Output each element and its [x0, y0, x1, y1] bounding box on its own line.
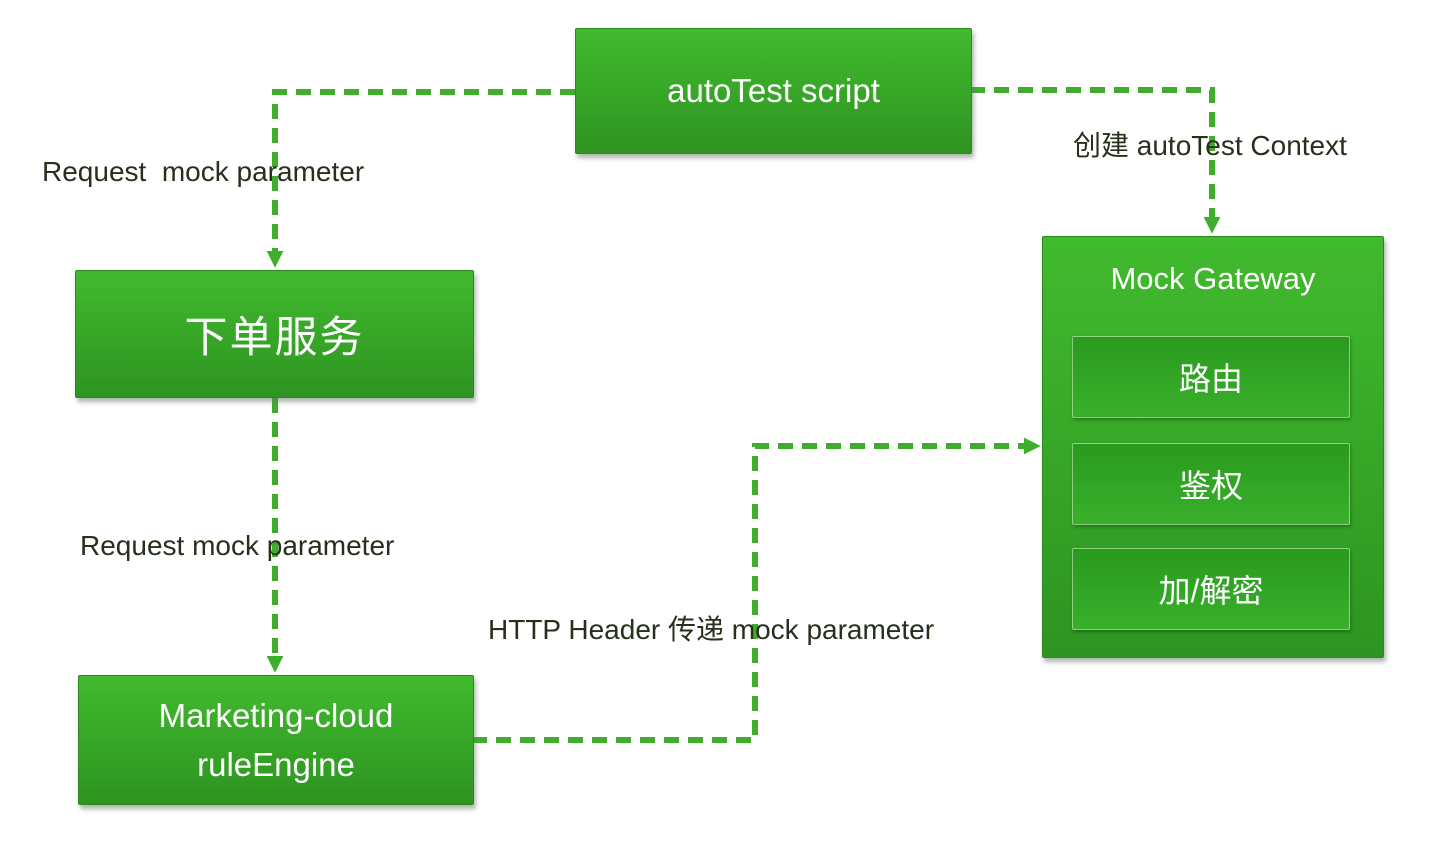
gateway-module-auth: 鉴权 — [1072, 443, 1350, 525]
edge-label-http-header-mock-parameter: HTTP Header 传递 mock parameter — [488, 614, 935, 645]
node-order-service: 下单服务 — [75, 270, 474, 398]
gateway-module-routing-label: 路由 — [1178, 361, 1243, 397]
node-ruleengine-label-line2: ruleEngine — [197, 746, 355, 783]
edge-label-create-autotest-context: 创建 autoTest Context — [1073, 130, 1347, 161]
node-autotest-script-label: autoTest script — [667, 72, 880, 109]
node-ruleengine-label-line1: Marketing-cloud — [158, 696, 394, 734]
node-mock-gateway: Mock Gateway 路由 鉴权 加/解密 — [1042, 236, 1384, 658]
gateway-module-routing: 路由 — [1072, 336, 1350, 418]
node-order-service-label: 下单服务 — [184, 314, 365, 362]
gateway-module-crypto-label: 加/解密 — [1158, 573, 1264, 609]
gateway-module-auth-label: 鉴权 — [1178, 468, 1243, 504]
gateway-module-crypto: 加/解密 — [1072, 548, 1350, 630]
mock-gateway-title: Mock Gateway — [1110, 261, 1316, 296]
arrow-ruleengine-to-mock-gateway — [472, 437, 1041, 743]
node-marketing-cloud-ruleengine: Marketing-cloud ruleEngine — [78, 675, 474, 805]
edge-label-request-mock-parameter-bottom: Request mock parameter — [80, 530, 395, 561]
node-autotest-script: autoTest script — [575, 28, 972, 154]
edge-label-request-mock-parameter-top: Request mock parameter — [42, 156, 365, 187]
